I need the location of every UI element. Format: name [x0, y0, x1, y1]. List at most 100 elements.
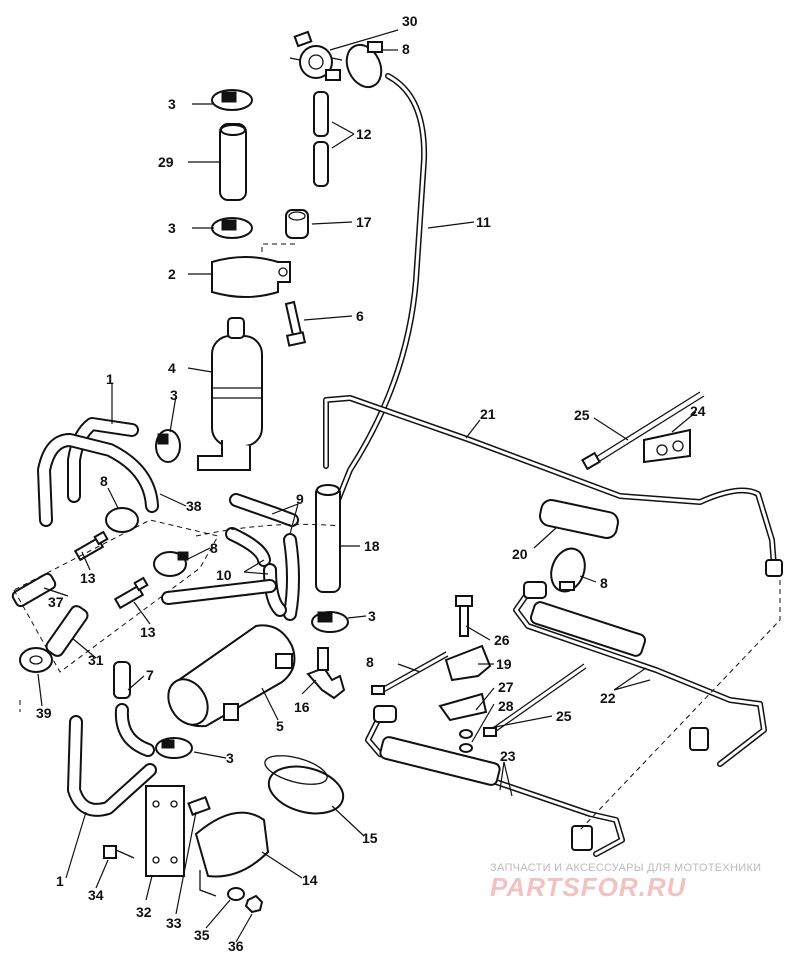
callout-3: 3	[368, 608, 376, 624]
callout-30: 30	[402, 13, 418, 29]
part-34-bolt	[103, 845, 135, 859]
callout-8: 8	[366, 654, 374, 670]
callout-32: 32	[136, 904, 152, 920]
part-30-fitting	[289, 30, 343, 81]
part-24-clip	[643, 428, 691, 464]
callout-20: 20	[512, 546, 528, 562]
part-20-hose	[539, 499, 619, 539]
part-21-steel-line	[323, 395, 777, 569]
part-2-bracket	[211, 243, 296, 298]
callout-21: 21	[480, 406, 496, 422]
part-4-filter	[197, 317, 263, 471]
part-6-bolt	[284, 300, 307, 347]
callout-1: 1	[56, 873, 64, 889]
callout-3: 3	[170, 387, 178, 403]
part-26-bolt	[455, 595, 473, 637]
callout-8: 8	[210, 540, 218, 556]
part-27-washer	[459, 729, 473, 739]
callout-31: 31	[88, 652, 104, 668]
part-14-bracket	[194, 811, 270, 897]
part-13-fitting-b	[113, 576, 149, 610]
callout-28: 28	[498, 698, 514, 714]
callout-38: 38	[186, 498, 202, 514]
part-33-bolt	[187, 796, 211, 816]
part-3-clamp-b	[211, 217, 253, 239]
part-8-clamp-left	[105, 507, 139, 533]
part-25-tie-lower	[483, 663, 587, 737]
callout-25: 25	[556, 708, 572, 724]
callout-9: 9	[296, 491, 304, 507]
callout-15: 15	[362, 830, 378, 846]
watermark-tagline: ЗАПЧАСТИ И АКСЕССУАРЫ ДЛЯ МОТОТЕХНИКИ	[490, 862, 762, 874]
callout-23: 23	[500, 748, 516, 764]
part-1-hose-lower	[67, 715, 157, 817]
callout-6: 6	[356, 308, 364, 324]
part-25-tie-upper	[581, 391, 705, 471]
callout-29: 29	[158, 154, 174, 170]
part-3-clamp-a	[211, 89, 253, 111]
watermark-logo: PARTSFOR.RU	[490, 872, 687, 902]
leader-lines	[37, 29, 697, 943]
callout-14: 14	[302, 872, 318, 888]
callout-11: 11	[476, 214, 491, 230]
callout-13: 13	[140, 624, 156, 640]
callout-26: 26	[494, 632, 510, 648]
callout-19: 19	[496, 656, 512, 672]
callout-33: 33	[166, 915, 182, 931]
watermark: ЗАПЧАСТИ И АКСЕССУАРЫ ДЛЯ МОТОТЕХНИКИ PA…	[490, 862, 790, 903]
callout-10: 10	[216, 567, 232, 583]
part-16-elbow	[306, 647, 346, 700]
callout-27: 27	[498, 679, 514, 695]
part-3-clamp-c	[155, 429, 181, 463]
callout-labels: 30 8 3 12 29 3 17 11 2 6 4 1 3 21 25 24 …	[36, 13, 706, 954]
part-31-hose	[45, 605, 89, 657]
part-8-clamp-top	[345, 41, 383, 89]
part-29-hose	[219, 123, 247, 201]
callout-4: 4	[168, 360, 176, 376]
part-39-grommet	[19, 647, 53, 673]
callout-37: 37	[48, 594, 64, 610]
callout-5: 5	[276, 718, 284, 734]
part-37-hose	[11, 572, 57, 608]
callout-16: 16	[294, 699, 310, 715]
part-7-hose	[113, 661, 131, 699]
callout-25: 25	[574, 407, 590, 423]
part-3-clamp-e	[155, 737, 193, 759]
callout-39: 39	[36, 705, 52, 721]
part-19-clamp	[438, 644, 492, 722]
callout-7: 7	[146, 667, 154, 683]
part-5-filter	[167, 624, 296, 728]
callout-3: 3	[168, 220, 176, 236]
callout-22: 22	[600, 690, 616, 706]
callout-3: 3	[226, 750, 234, 766]
part-12-hoses	[313, 91, 329, 187]
callout-35: 35	[194, 927, 210, 943]
part-18-tube	[315, 484, 341, 593]
callout-1: 1	[106, 371, 114, 387]
callout-8: 8	[402, 41, 410, 57]
callout-12: 12	[356, 126, 372, 142]
part-36-nut	[244, 894, 264, 914]
part-17-grommet	[285, 209, 309, 239]
callout-17: 17	[356, 214, 372, 230]
part-8-clamp-right	[550, 547, 586, 593]
part-32-plate	[145, 785, 185, 877]
part-8-clamp-mid	[153, 551, 189, 577]
part-35-washer	[227, 887, 245, 901]
part-3-clamp-d	[311, 611, 349, 633]
callout-2: 2	[168, 266, 176, 282]
callout-13: 13	[80, 570, 96, 586]
part-8-tie	[371, 651, 449, 695]
callout-8: 8	[100, 473, 108, 489]
callout-18: 18	[364, 538, 380, 554]
callout-36: 36	[228, 938, 244, 954]
part-11-fuel-line	[327, 73, 428, 523]
callout-24: 24	[690, 403, 706, 419]
part-28-washer	[459, 743, 473, 753]
part-15-sleeve	[264, 755, 345, 815]
callout-3: 3	[168, 96, 176, 112]
callout-34: 34	[88, 887, 104, 903]
callout-8: 8	[600, 575, 608, 591]
